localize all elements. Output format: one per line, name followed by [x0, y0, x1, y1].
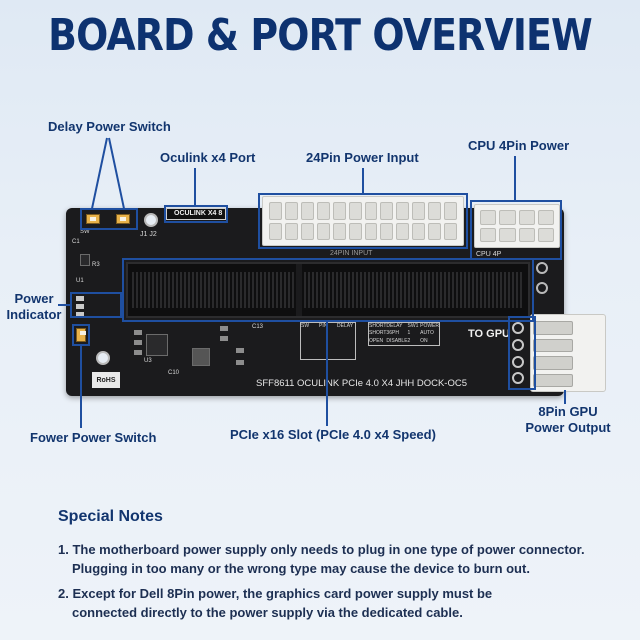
special-notes-heading: Special Notes [58, 508, 163, 525]
pcie-slot-label: PCIe x16 Slot (PCIe 4.0 x4 Speed) [230, 427, 436, 442]
gpu-8pin-connector [530, 314, 606, 392]
short-table-h3: SW1 [407, 323, 419, 329]
note-1-line1: 1. The motherboard power supply only nee… [58, 542, 585, 557]
gpu-output-label: 8Pin GPU Power Output [518, 404, 618, 436]
short-table-r1c3: 1 [407, 330, 411, 337]
callout-box-power-switch [72, 324, 90, 346]
callout-box-atx24 [258, 193, 468, 249]
smd-c6 [220, 336, 228, 341]
page-title: BOARD & PORT OVERVIEW [48, 10, 593, 61]
delay-switch-1[interactable] [86, 214, 100, 224]
leader-oculink [194, 168, 196, 206]
gpu-output-label-line2: Power Output [525, 420, 611, 435]
gpu-output-label-line1: 8Pin GPU [538, 404, 598, 419]
cpu-4pin-connector [474, 204, 560, 248]
cpu-4pin-silkscreen: CPU 4P [476, 251, 502, 258]
note-2: 2. Except for Dell 8Pin power, the graph… [58, 584, 492, 622]
to-gpu-silkscreen: TO GPU [468, 328, 510, 340]
short-delay-table: SHORT DELAY SW1 POWER SHORT 36PH 1 AUTO … [368, 322, 440, 346]
short-table-h1: SHORT [369, 323, 387, 329]
led-1 [76, 296, 84, 301]
fower-power-switch-label: Fower Power Switch [30, 430, 157, 445]
leader-delay-2 [108, 137, 125, 209]
smd-r16 [236, 360, 244, 365]
j1j2-silkscreen: J1 J2 [140, 231, 157, 238]
c10-silkscreen: C10 [168, 370, 180, 376]
led-3 [76, 312, 84, 317]
sw-delay-table: SW PIN DELAY [300, 322, 356, 360]
atx24-connector [262, 196, 464, 246]
oculink-silkscreen: OCULINK X4 8 [174, 210, 223, 217]
atx24-silkscreen: 24PIN INPUT [330, 250, 373, 257]
short-table-r2c4: ON [420, 337, 428, 344]
smd-r9 [134, 330, 142, 335]
callout-box-cpu [470, 200, 562, 260]
sw-table-h2: PIN [319, 323, 328, 329]
note-1: 1. The motherboard power supply only nee… [58, 540, 585, 578]
power-switch[interactable] [76, 328, 86, 342]
leader-delay-1 [91, 137, 108, 209]
rohs-mark: RoHS [92, 372, 120, 388]
leader-power-indicator [58, 304, 71, 306]
short-table-r1c1: SHORT [369, 330, 387, 337]
sw-table-h1: SW [301, 323, 310, 329]
cpu-4pin-label: CPU 4Pin Power [468, 138, 570, 153]
short-table-h4: POWER [420, 323, 439, 329]
sw-table-h3: DELAY [337, 323, 354, 329]
note-2-line2: connected directly to the power supply v… [72, 605, 463, 620]
gpu-pin-header [512, 322, 532, 386]
mounting-hole-right [536, 262, 548, 274]
callout-box-gpu [508, 316, 536, 390]
smd-r11 [134, 350, 142, 355]
smd-c5 [220, 326, 228, 331]
pcie-x16-slot [126, 262, 530, 318]
model-silkscreen: SFF8611 OCULINK PCIe 4.0 X4 JHH DOCK-OC5 [256, 378, 467, 389]
smd-r18 [236, 348, 244, 353]
u3-silkscreen: U3 [144, 358, 152, 364]
mounting-hole-top [144, 213, 158, 227]
chip-u1 [80, 254, 90, 266]
leader-power-switch [80, 346, 82, 428]
callout-box-delay-switch [80, 208, 138, 230]
u1-silkscreen: U1 [76, 278, 84, 284]
oculink-port-label: Oculink x4 Port [160, 150, 256, 165]
chip-u3 [146, 334, 168, 356]
r3-silkscreen: R3 [92, 262, 100, 268]
c1-silkscreen: C1 [72, 239, 80, 245]
note-1-line2: Plugging in too many or the wrong type m… [72, 561, 530, 576]
short-table-r2c1: OPEN [369, 337, 384, 344]
leader-atx24 [362, 168, 364, 194]
mounting-hole-left [96, 351, 110, 365]
note-2-line1: 2. Except for Dell 8Pin power, the graph… [58, 586, 493, 601]
power-indicator-label-line1: Power [14, 291, 54, 306]
short-table-r1c4: AUTO [420, 330, 434, 337]
c13-silkscreen: C13 [252, 324, 264, 330]
callout-box-pcie [122, 258, 534, 322]
power-indicator-label-line2: Indicator [6, 307, 62, 322]
callout-box-power-indicator [70, 292, 122, 318]
leader-cpu [514, 156, 516, 201]
oculink-port [166, 208, 226, 220]
inductor [192, 348, 210, 366]
sw-silkscreen: SW [80, 229, 90, 235]
short-table-r2c3: 2 [407, 337, 411, 344]
delay-switch-2[interactable] [116, 214, 130, 224]
leader-pcie [326, 322, 328, 426]
short-table-h2: DELAY [386, 323, 403, 329]
smd-r10 [134, 340, 142, 345]
callout-box-oculink [164, 205, 228, 223]
atx24-label: 24Pin Power Input [306, 150, 419, 165]
power-indicator-label: Power Indicator [4, 291, 64, 323]
led-2 [76, 304, 84, 309]
mounting-hole-right-2 [536, 282, 548, 294]
leader-gpu [564, 390, 566, 404]
delay-power-switch-label: Delay Power Switch [48, 119, 171, 134]
short-table-r2c2: DISABLE [386, 337, 408, 344]
short-table-r1c2: 36PH [386, 330, 399, 337]
